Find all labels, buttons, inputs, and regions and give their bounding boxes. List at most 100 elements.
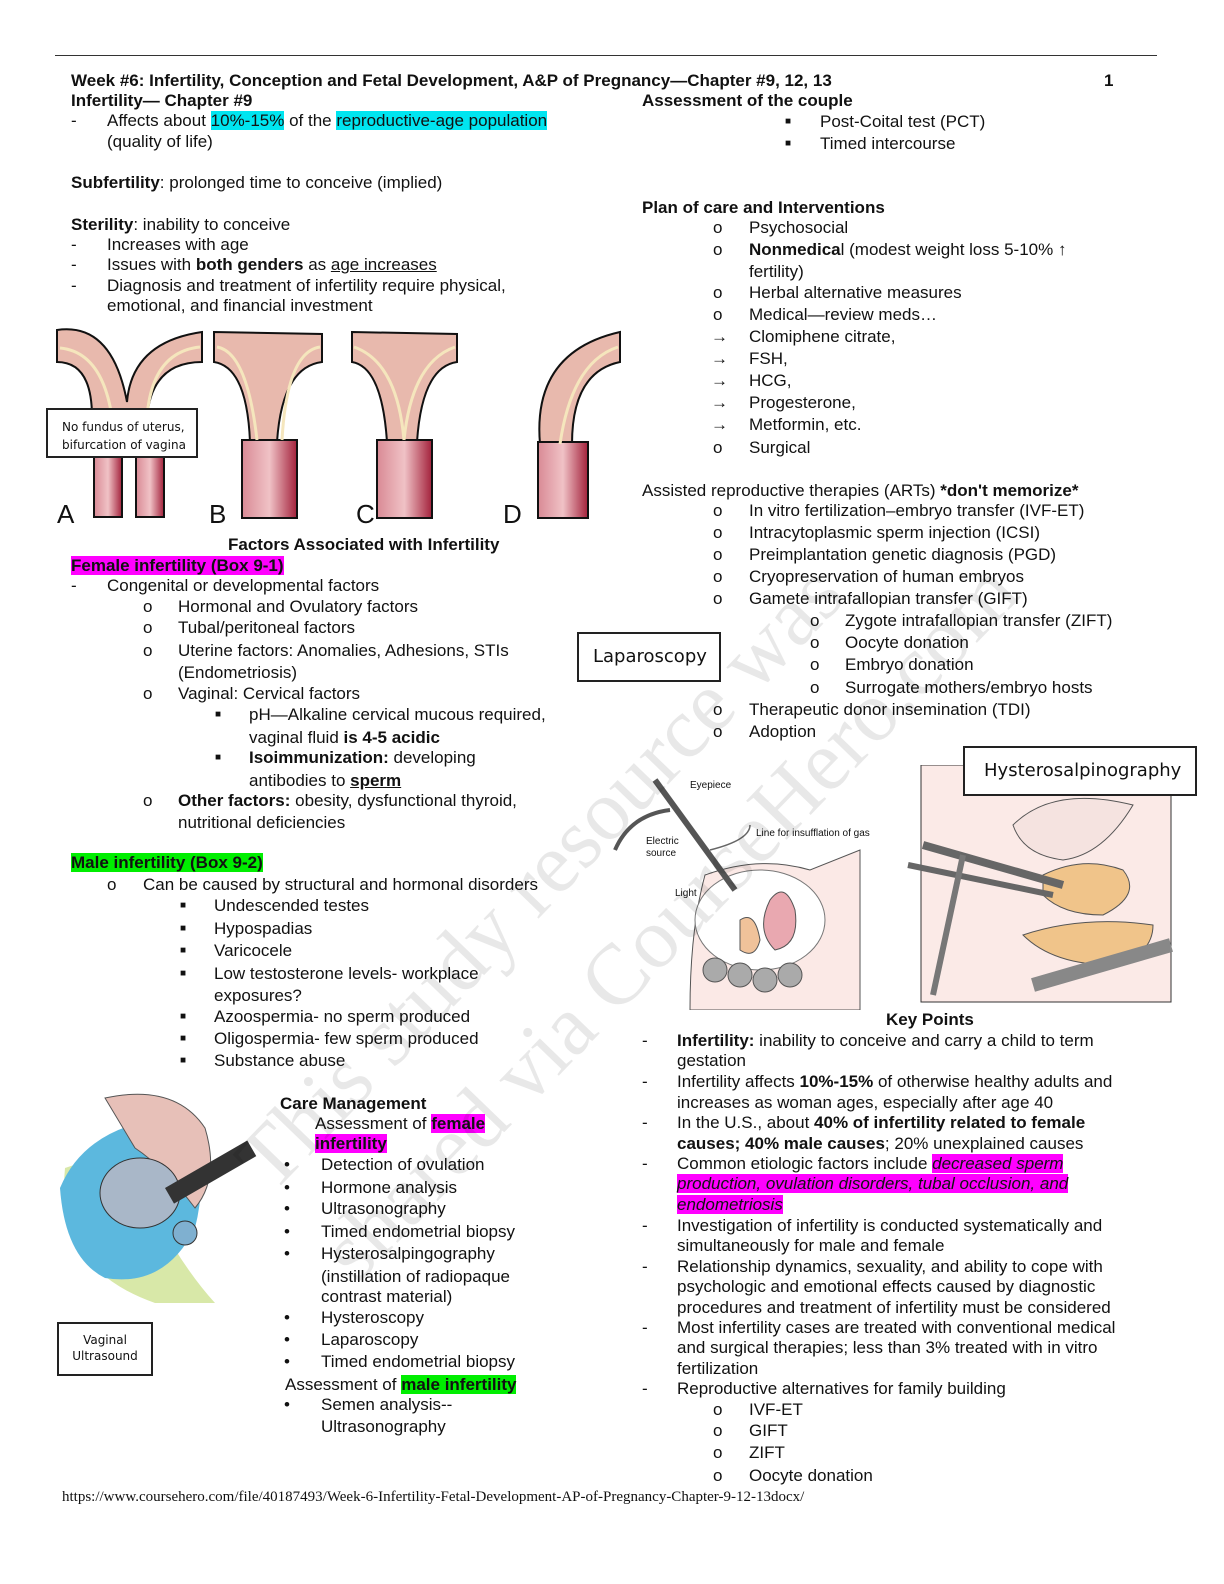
t: Other factors: — [178, 791, 291, 810]
bullet-o: o — [713, 1466, 723, 1485]
list-item: Congenital or developmental factors — [107, 576, 380, 595]
highlight: production, ovulation disorders, tubal o… — [677, 1174, 1069, 1193]
t: sperm — [350, 771, 402, 790]
t: Assisted reproductive therapies (ARTs) — [642, 481, 941, 500]
list-item: Timed endometrial biopsy — [321, 1222, 516, 1241]
list-item-cont: Ultrasonography — [321, 1417, 446, 1436]
dash: - — [642, 1379, 648, 1398]
list-item: Clomiphene citrate, — [749, 327, 896, 346]
term: Sterility — [71, 215, 134, 234]
bullet-square: ■ — [215, 752, 222, 763]
footer-url[interactable]: https://www.coursehero.com/file/40187493… — [62, 1489, 805, 1505]
bullet-o: o — [143, 618, 153, 637]
list-item: Infertility: inability to conceive and c… — [677, 1031, 1094, 1051]
list-item: Herbal alternative measures — [749, 283, 962, 302]
bullet-o: o — [713, 240, 723, 259]
label-text: Hysterosalpinography — [984, 760, 1182, 781]
laparoscopy-label: Laparoscopy — [577, 632, 721, 682]
note-line: bifurcation of vagina — [62, 438, 186, 452]
t: 40% of infertility related to female — [814, 1113, 1086, 1132]
list-item: Isoimmunization: developing — [249, 748, 476, 768]
label-line: Vaginal — [83, 1333, 127, 1347]
t: Issues with — [107, 255, 196, 274]
t: Nonmedica — [749, 240, 841, 259]
def: : prolonged time to conceive (implied) — [159, 173, 443, 192]
t: vaginal fluid — [249, 728, 344, 747]
t: Infertility affects — [677, 1072, 800, 1091]
list-item: Therapeutic donor insemination (TDI) — [749, 700, 1031, 719]
dash: - — [642, 1216, 648, 1235]
list-item: Reproductive alternatives for family bui… — [677, 1379, 1006, 1398]
bullet-dot: • — [284, 1155, 290, 1174]
t: antibodies to — [249, 771, 351, 790]
bullet-o: o — [810, 678, 820, 697]
list-item: Metformin, etc. — [749, 415, 862, 434]
list-item: Uterine factors: Anomalies, Adhesions, S… — [178, 641, 509, 660]
highlight: 10%-15% — [210, 111, 285, 130]
list-item-cont: contrast material) — [321, 1287, 453, 1306]
t: Assessment of — [285, 1375, 402, 1394]
arrow-icon: → — [711, 371, 728, 390]
section-heading: Infertility— Chapter #9 — [71, 91, 253, 110]
bullet-square: ■ — [180, 923, 187, 934]
bullet-dash: - — [71, 111, 77, 130]
list-item: Hormone analysis — [321, 1178, 458, 1197]
female-infertility-heading: Female infertility (Box 9-1) — [71, 556, 284, 575]
list-item-cont: antibodies to sperm — [249, 771, 401, 791]
bullet-o: o — [107, 875, 117, 894]
list-item: Other factors: obesity, dysfunctional th… — [178, 791, 517, 811]
list-item: Diagnosis and treatment of infertility r… — [107, 276, 506, 295]
term: Subfertility — [71, 173, 160, 192]
figure-label-a: A — [57, 499, 75, 529]
male-infertility-heading: Male infertility (Box 9-2) — [71, 853, 263, 872]
highlight: decreased sperm — [932, 1154, 1064, 1173]
dash: - — [71, 255, 77, 274]
list-item: Increases with age — [107, 235, 249, 254]
list-item: Oocyte donation — [845, 633, 969, 652]
text: of the — [284, 111, 337, 130]
bullet-dot: • — [284, 1395, 290, 1414]
list-item: Gamete intrafallopian transfer (GIFT) — [749, 589, 1028, 608]
bullet-dot: • — [284, 1244, 290, 1263]
bullet-square: ■ — [785, 138, 792, 149]
bullet-o: o — [713, 700, 723, 719]
t: *don't memorize* — [940, 481, 1079, 500]
t: inability to conceive and carry a child … — [754, 1031, 1094, 1050]
bullet-square: ■ — [180, 968, 187, 979]
figure-label-c: C — [356, 499, 375, 529]
bullet-o: o — [713, 545, 723, 564]
dash: - — [642, 1257, 648, 1276]
bullet-o: o — [810, 633, 820, 652]
bullet-square: ■ — [180, 1055, 187, 1066]
list-item: Can be caused by structural and hormonal… — [143, 875, 538, 894]
list-item: Common etiologic factors include decreas… — [677, 1154, 1064, 1174]
list-item: Affects about 10%-15% of the reproductiv… — [107, 111, 548, 131]
bullet-square: ■ — [180, 945, 187, 956]
bullet-square: ■ — [180, 1033, 187, 1044]
highlight: male infertility — [401, 1375, 517, 1394]
arrow-icon: → — [711, 349, 728, 368]
list-item: Hysterosalpingography — [321, 1244, 495, 1263]
bullet-o: o — [143, 791, 153, 810]
bullet-dot: • — [284, 1352, 290, 1371]
figure-caption: Factors Associated with Infertility — [228, 535, 500, 554]
list-item: Post-Coital test (PCT) — [820, 112, 986, 131]
t: both genders — [195, 255, 304, 274]
bullet-square: ■ — [180, 1011, 187, 1022]
text: Affects about — [107, 111, 211, 130]
list-item: Vaginal: Cervical factors — [178, 684, 361, 703]
dash: - — [642, 1072, 648, 1091]
dash: - — [642, 1318, 648, 1337]
t: Assessment of — [315, 1114, 432, 1133]
vaginal-ultrasound-label: Vaginal Ultrasound — [57, 1322, 153, 1376]
page-title: Week #6: Infertility, Conception and Fet… — [71, 71, 832, 90]
list-item: Low testosterone levels- workplace — [214, 964, 479, 983]
arrow-icon: → — [711, 393, 728, 412]
t: 10%-15% — [799, 1072, 874, 1091]
dash: - — [71, 235, 77, 254]
assessment-female: Assessment of female — [315, 1114, 486, 1134]
bullet-square: ■ — [785, 116, 792, 127]
bullet-o: o — [143, 597, 153, 616]
bullet-o: o — [713, 501, 723, 520]
uterine-anomalies-figure — [56, 328, 621, 519]
